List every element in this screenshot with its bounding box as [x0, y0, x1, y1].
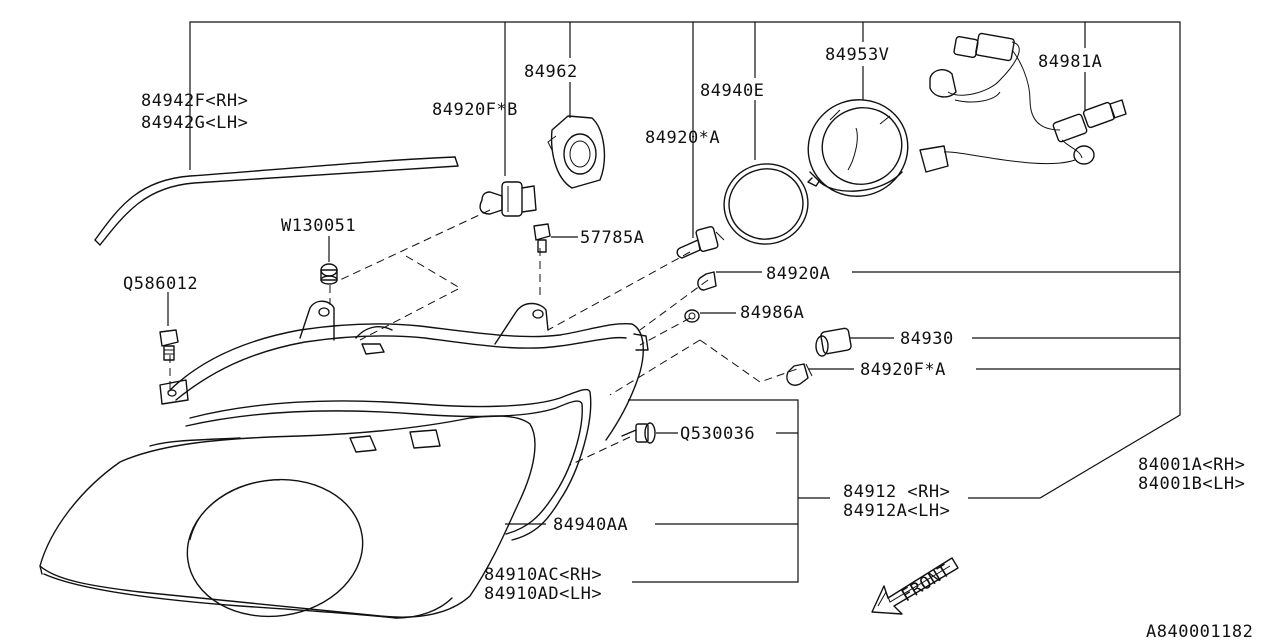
label-84912a-lh: 84912A<LH> — [843, 501, 950, 521]
bulb-84920fb — [479, 181, 537, 217]
socket-84930 — [815, 327, 852, 357]
label-84001a-rh: 84001A<RH> — [1138, 455, 1245, 475]
assembly-dashes — [169, 209, 801, 466]
o-ring-84940e — [723, 163, 809, 245]
label-57785a: 57785A — [580, 228, 644, 248]
label-84981a: 84981A — [1038, 52, 1102, 72]
label-front: FRONT — [898, 561, 954, 606]
label-q586012: Q586012 — [123, 274, 198, 294]
nut-w130051 — [320, 263, 338, 285]
bulb-84920xa — [676, 226, 725, 259]
bolt-q586012 — [159, 329, 179, 361]
label-84920fa: 84920F*A — [860, 360, 946, 380]
label-84920fb: 84920F*B — [432, 100, 518, 120]
front-arrow-icon — [871, 557, 959, 615]
harness-84981a — [919, 32, 1127, 173]
label-84940e: 84940E — [700, 81, 764, 101]
bulb-84920a — [697, 271, 717, 291]
label-w130051: W130051 — [281, 216, 356, 236]
label-84930: 84930 — [900, 329, 954, 349]
label-84001b-lh: 84001B<LH> — [1138, 474, 1245, 494]
socket-cap-84962 — [547, 115, 606, 189]
label-84920xa: 84920*A — [645, 128, 720, 148]
label-84942f: 84942F<RH> — [141, 91, 248, 111]
leader-lines — [167, 21, 1181, 583]
headlamp-housing — [39, 300, 649, 619]
seal-strip — [94, 156, 459, 246]
label-84940aa: 84940AA — [553, 515, 628, 535]
screw-q530036 — [621, 422, 656, 444]
screw-57785a — [533, 223, 551, 253]
label-84910ad-lh: 84910AD<LH> — [484, 584, 602, 604]
label-84953v: 84953V — [825, 45, 889, 65]
diagram-id: A840001182 — [1146, 622, 1253, 640]
label-84920a: 84920A — [766, 264, 830, 284]
bulb-84920fa — [786, 363, 813, 386]
label-84942g: 84942G<LH> — [141, 113, 248, 133]
cover-84953v — [807, 99, 909, 197]
label-q530036: Q530036 — [680, 424, 755, 444]
label-84912-rh: 84912 <RH> — [843, 482, 950, 502]
label-84986a: 84986A — [740, 303, 804, 323]
label-84910ac-rh: 84910AC<RH> — [484, 565, 602, 585]
label-84962: 84962 — [524, 62, 578, 82]
grommet-84986a — [684, 309, 700, 323]
